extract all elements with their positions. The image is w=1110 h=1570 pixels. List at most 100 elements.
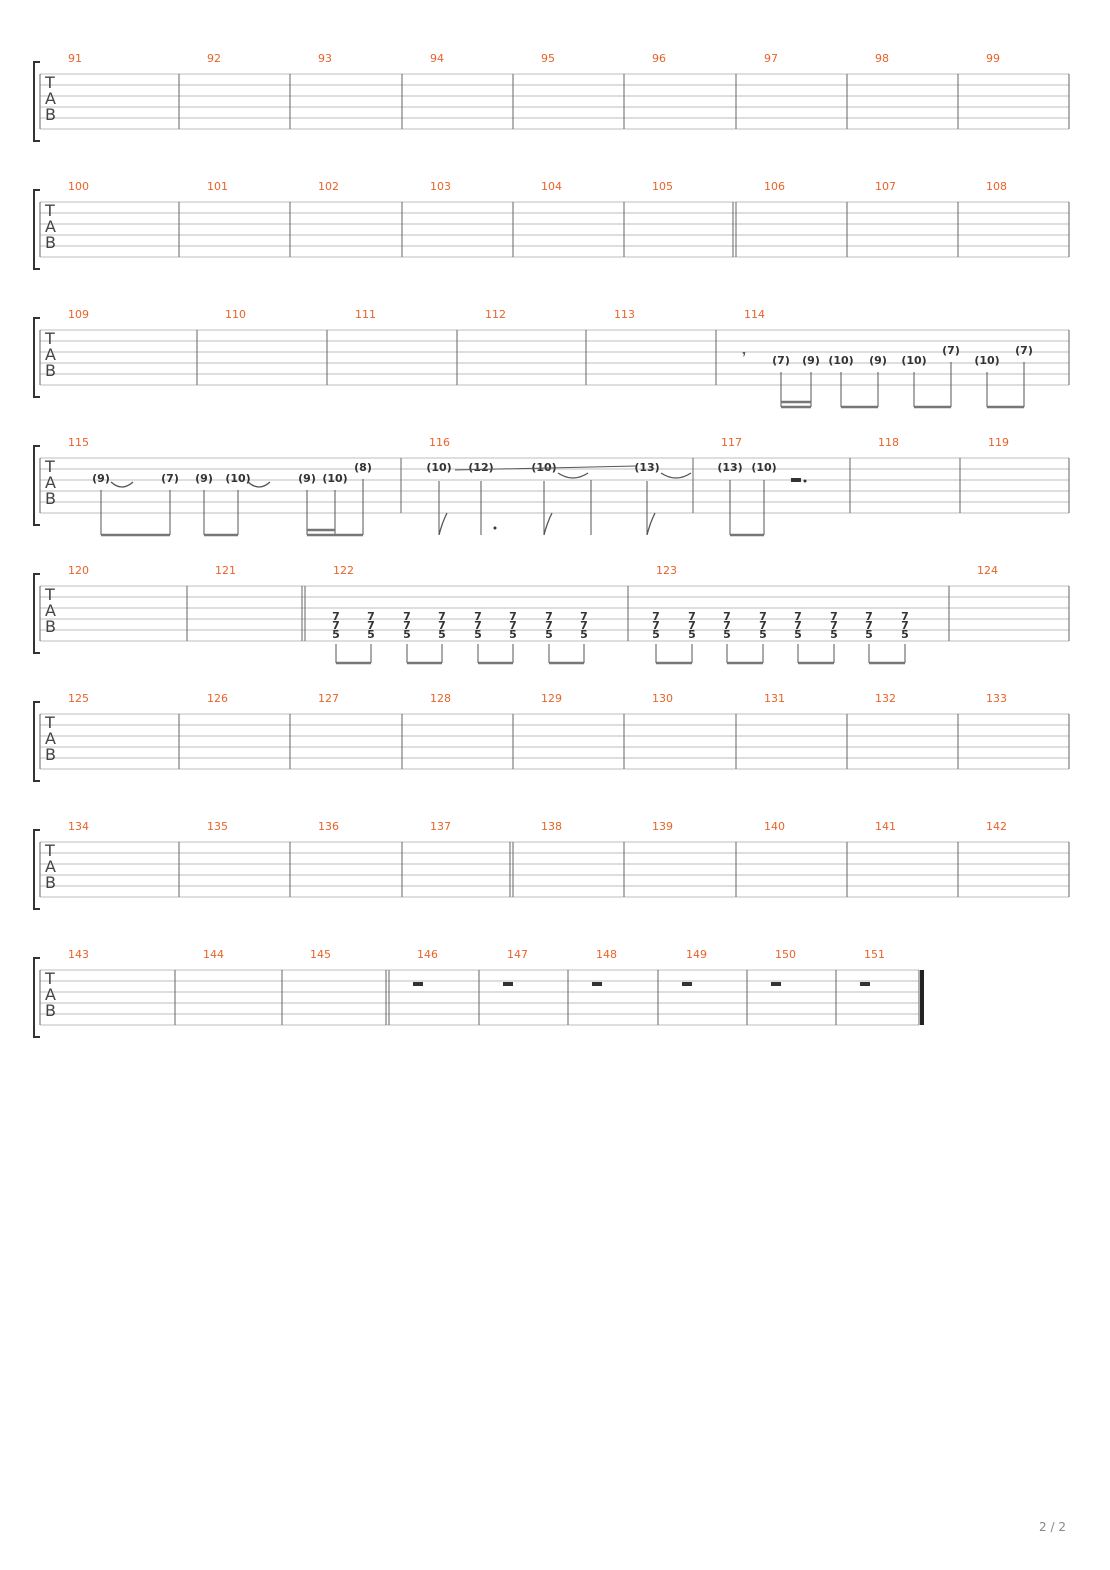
measure-number: 102 xyxy=(318,180,339,193)
measure-number: 115 xyxy=(68,436,89,449)
system-bracket xyxy=(33,573,40,654)
tab-clef-letter: B xyxy=(45,873,56,892)
measure-114-notes: 𝄾(7)(9)(10)(9)(10)(7)(10)(7) xyxy=(742,344,1033,409)
tab-clef-letter: B xyxy=(45,361,56,380)
measure-number: 127 xyxy=(318,692,339,705)
measure-number: 105 xyxy=(652,180,673,193)
system-bracket xyxy=(33,189,40,270)
fret-number: (10) xyxy=(531,461,556,474)
measure-number: 97 xyxy=(764,52,778,65)
measure-number: 135 xyxy=(207,820,228,833)
fret-number: (13) xyxy=(717,461,742,474)
measure-number: 146 xyxy=(417,948,438,961)
fret-number: 7 xyxy=(403,619,411,632)
tab-clef-letter: B xyxy=(45,1001,56,1020)
measure-number: 101 xyxy=(207,180,228,193)
fret-number: 5 xyxy=(403,628,411,641)
tab-clef-letter: T xyxy=(44,201,55,220)
tab-clef-letter: T xyxy=(44,73,55,92)
dot xyxy=(493,526,497,530)
fret-number: 7 xyxy=(367,610,375,623)
fret-number: (10) xyxy=(828,354,853,367)
measure-number: 103 xyxy=(430,180,451,193)
system-8-rests xyxy=(413,982,870,986)
measure-number: 121 xyxy=(215,564,236,577)
fret-number: 7 xyxy=(545,619,553,632)
fret-number: 5 xyxy=(545,628,553,641)
slide-line xyxy=(454,465,637,471)
measure-number: 104 xyxy=(541,180,562,193)
measure-number: 129 xyxy=(541,692,562,705)
fret-number: 7 xyxy=(474,610,482,623)
fret-number: (10) xyxy=(426,461,451,474)
fret-number: (7) xyxy=(772,354,790,367)
measure-number: 126 xyxy=(207,692,228,705)
fret-number: (9) xyxy=(802,354,820,367)
tab-clef-letter: B xyxy=(45,617,56,636)
fret-number: 7 xyxy=(865,619,873,632)
tab-clef-letter: B xyxy=(45,233,56,252)
fret-number: 7 xyxy=(901,619,909,632)
measure-number: 149 xyxy=(686,948,707,961)
fret-number: 7 xyxy=(474,619,482,632)
measure-number: 92 xyxy=(207,52,221,65)
fret-number: (9) xyxy=(298,472,316,485)
fret-number: 7 xyxy=(794,619,802,632)
eighth-rest: 𝄾 xyxy=(742,348,746,361)
measure-number: 110 xyxy=(225,308,246,321)
measure-number: 151 xyxy=(864,948,885,961)
half-rest xyxy=(592,982,602,986)
measure-number: 148 xyxy=(596,948,617,961)
measure-number: 118 xyxy=(878,436,899,449)
measure-number: 116 xyxy=(429,436,450,449)
measure-number: 113 xyxy=(614,308,635,321)
fret-number: (7) xyxy=(942,344,960,357)
measure-number: 137 xyxy=(430,820,451,833)
measure-number: 114 xyxy=(744,308,765,321)
fret-number: 5 xyxy=(830,628,838,641)
system-bracket xyxy=(33,829,40,910)
fret-number: (10) xyxy=(901,354,926,367)
fret-number: 7 xyxy=(688,619,696,632)
tab-clef-letter: A xyxy=(45,729,56,748)
system-bracket xyxy=(33,957,40,1038)
fret-number: 7 xyxy=(652,610,660,623)
measure-number: 139 xyxy=(652,820,673,833)
fret-number: 7 xyxy=(652,619,660,632)
measure-number: 119 xyxy=(988,436,1009,449)
fret-number: 7 xyxy=(509,610,517,623)
measure-number: 93 xyxy=(318,52,332,65)
measure-number: 143 xyxy=(68,948,89,961)
fret-number: 5 xyxy=(723,628,731,641)
tie-arc xyxy=(557,472,589,479)
fret-number: 7 xyxy=(901,610,909,623)
measure-number: 91 xyxy=(68,52,82,65)
fret-number: 7 xyxy=(580,619,588,632)
measure-number: 140 xyxy=(764,820,785,833)
tab-clef-letter: B xyxy=(45,105,56,124)
tie-arc xyxy=(247,481,271,488)
tab-clef-letter: T xyxy=(44,585,55,604)
measure-number: 150 xyxy=(775,948,796,961)
half-rest xyxy=(860,982,870,986)
measure-number: 106 xyxy=(764,180,785,193)
tab-clef-letter: B xyxy=(45,489,56,508)
fret-number: 5 xyxy=(509,628,517,641)
page-number: 2 / 2 xyxy=(1039,1520,1066,1534)
fret-number: (10) xyxy=(322,472,347,485)
tab-clef-letter: T xyxy=(44,457,55,476)
tab-clef-letter: A xyxy=(45,601,56,620)
dotted-half-rest xyxy=(791,478,801,482)
fret-number: 7 xyxy=(830,610,838,623)
fret-number: (9) xyxy=(195,472,213,485)
measure-number: 130 xyxy=(652,692,673,705)
tie-arc xyxy=(110,481,134,488)
fret-number: 7 xyxy=(794,610,802,623)
fret-number: (12) xyxy=(468,461,493,474)
measure-number: 99 xyxy=(986,52,1000,65)
fret-number: 7 xyxy=(830,619,838,632)
fret-number: 5 xyxy=(367,628,375,641)
